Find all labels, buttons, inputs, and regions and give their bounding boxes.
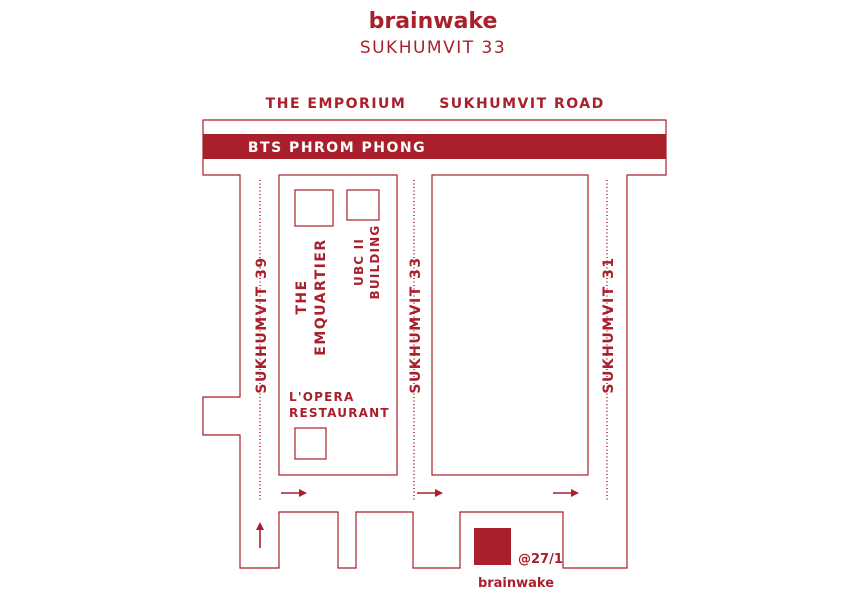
label-emquartier: EMQUARTIER — [313, 238, 329, 355]
bts-line-band — [203, 134, 666, 159]
brand-subtitle: SUKHUMVIT 33 — [360, 38, 506, 58]
label-sukhumvit-33: SUKHUMVIT 33 — [408, 256, 424, 393]
building-lopera — [294, 427, 327, 460]
arrow-up-icon — [256, 522, 264, 548]
label-destination-brainwake: brainwake — [478, 576, 554, 591]
label-sukhumvit-31: SUKHUMVIT 31 — [601, 256, 617, 393]
arrow-right-icon — [417, 489, 443, 497]
label-sukhumvit-road: SUKHUMVIT ROAD — [439, 96, 605, 112]
arrow-right-icon — [553, 489, 579, 497]
destination-marker-icon — [474, 528, 511, 565]
label-ubc-ii: UBC II — [352, 238, 366, 286]
building-ubc-ii — [346, 189, 380, 221]
label-the: THE — [294, 279, 310, 314]
label-building: BUILDING — [368, 225, 382, 300]
label-address: @27/1 — [518, 552, 563, 567]
label-sukhumvit-39: SUKHUMVIT 39 — [254, 256, 270, 393]
brand-title: brainwake — [369, 9, 498, 34]
block-sukhumvit-31-33 — [431, 174, 589, 476]
label-restaurant: RESTAURANT — [289, 406, 390, 420]
arrow-right-icon — [281, 489, 307, 497]
label-the-emporium: THE EMPORIUM — [266, 96, 407, 112]
building-emquartier — [294, 189, 334, 227]
label-lopera: L'OPERA — [289, 390, 354, 404]
road-outline — [202, 119, 667, 569]
block-emquartier — [278, 174, 398, 476]
label-bts-phrom-phong: BTS PHROM PHONG — [248, 140, 426, 156]
